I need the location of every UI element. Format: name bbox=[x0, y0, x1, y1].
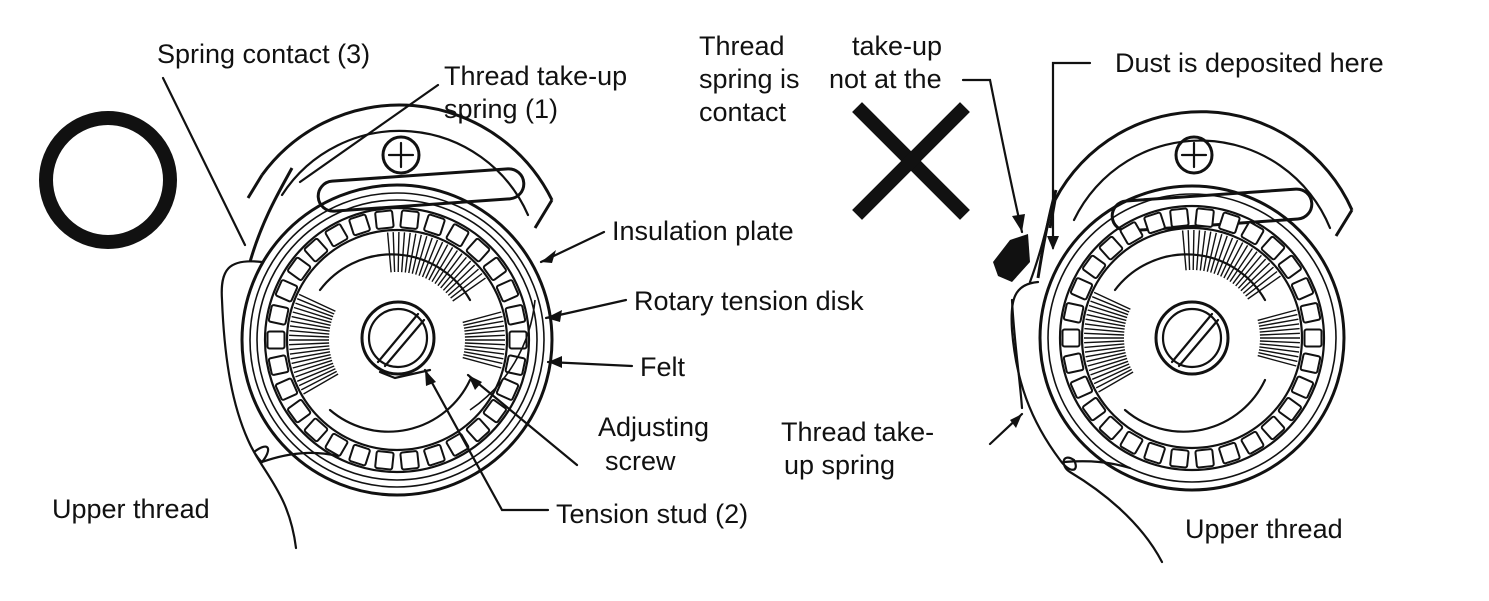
label-take-up-spring-2: spring (1) bbox=[444, 94, 558, 124]
bracket-screw-icon-right bbox=[1174, 135, 1214, 175]
label-take-up-spring-right: Thread take- bbox=[781, 417, 934, 447]
label-warning-spring-is: spring is bbox=[699, 64, 800, 94]
adjusting-screw-icon-right bbox=[1154, 300, 1230, 376]
bracket-screw-icon bbox=[381, 135, 421, 175]
label-take-up-spring-right-2: up spring bbox=[784, 450, 895, 480]
dial-segment-ring bbox=[266, 209, 528, 471]
label-upper-thread-right: Upper thread bbox=[1185, 514, 1343, 544]
adjusting-screw-icon bbox=[360, 300, 436, 376]
rotary-tension-dial-right bbox=[1038, 184, 1346, 492]
label-insulation-plate: Insulation plate bbox=[612, 216, 794, 246]
circle-correct-icon bbox=[39, 111, 177, 249]
label-felt: Felt bbox=[640, 352, 686, 382]
label-dust: Dust is deposited here bbox=[1115, 48, 1384, 78]
dial-segment-ring-right bbox=[1061, 207, 1323, 469]
label-spring-contact: Spring contact (3) bbox=[157, 39, 370, 69]
left-labels: Spring contact (3) Thread take-up spring… bbox=[52, 39, 864, 529]
label-tension-stud: Tension stud (2) bbox=[556, 499, 748, 529]
label-adjusting-screw: Adjusting bbox=[598, 412, 709, 442]
label-rotary-tension-disk: Rotary tension disk bbox=[634, 286, 864, 316]
dial-hatching-right bbox=[1084, 229, 1300, 393]
upper-thread bbox=[220, 260, 298, 550]
mounting-bracket bbox=[246, 103, 554, 229]
label-warning-contact: contact bbox=[699, 97, 787, 127]
label-warning-take-up: take-up bbox=[852, 31, 942, 61]
rotary-tension-dial bbox=[240, 183, 554, 497]
right-labels: Thread take-up spring is not at the cont… bbox=[699, 31, 1384, 544]
dust-deposit bbox=[993, 234, 1030, 282]
label-upper-thread: Upper thread bbox=[52, 494, 210, 524]
label-warning-thread: Thread bbox=[699, 31, 785, 61]
label-adjusting-screw-2: screw bbox=[605, 446, 676, 476]
right-panel bbox=[852, 102, 1354, 564]
take-up-spring-wire bbox=[248, 167, 294, 263]
dial-hatching bbox=[289, 231, 505, 395]
cross-incorrect-icon bbox=[852, 102, 970, 220]
left-panel bbox=[39, 103, 554, 550]
label-warning-not-at-the: not at the bbox=[829, 64, 942, 94]
upper-thread-right bbox=[1010, 280, 1164, 564]
label-take-up-spring: Thread take-up bbox=[444, 61, 627, 91]
